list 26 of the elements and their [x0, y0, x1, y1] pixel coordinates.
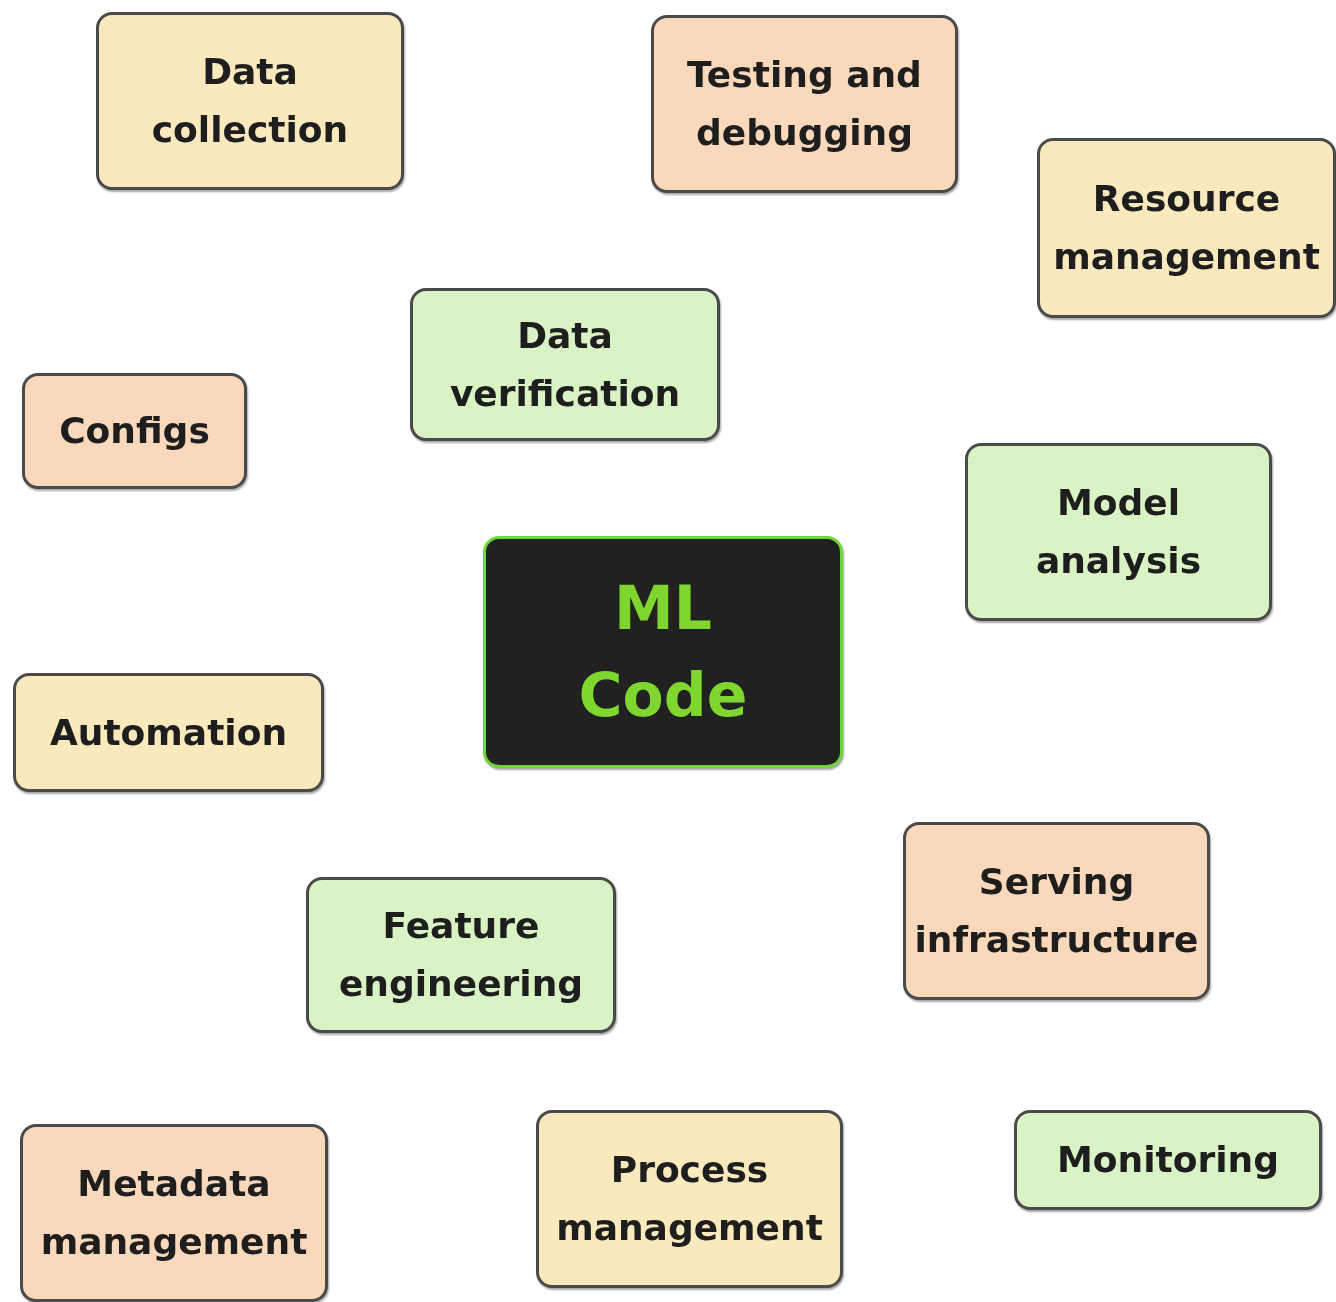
box-label: ML Code [577, 572, 749, 732]
box-label: Data verification [448, 313, 682, 416]
topic-box [410, 288, 720, 441]
topic-box [651, 15, 958, 193]
box-label: Serving infrastructure [913, 860, 1200, 962]
topic-box [965, 443, 1272, 621]
topic-box [1014, 1110, 1322, 1210]
topic-box [20, 1124, 328, 1302]
topic-box [96, 12, 404, 190]
box-label: Monitoring [1056, 1138, 1280, 1183]
box-label: Model analysis [1034, 481, 1203, 583]
box-label: Metadata management [39, 1162, 309, 1264]
topic-box [306, 877, 616, 1033]
topic-box [536, 1110, 843, 1288]
box-label: Feature engineering [337, 904, 585, 1006]
central-box [483, 536, 843, 768]
box-label: Automation [48, 710, 289, 755]
topic-box [903, 822, 1210, 1000]
topic-box [1037, 138, 1336, 318]
box-label: Configs [58, 409, 211, 454]
topic-box [13, 673, 324, 792]
box-label: Testing and debugging [686, 53, 923, 155]
topic-box [22, 373, 247, 489]
box-label: Data collection [150, 50, 350, 152]
box-label: Process management [555, 1148, 824, 1250]
box-label: Resource management [1052, 177, 1321, 279]
